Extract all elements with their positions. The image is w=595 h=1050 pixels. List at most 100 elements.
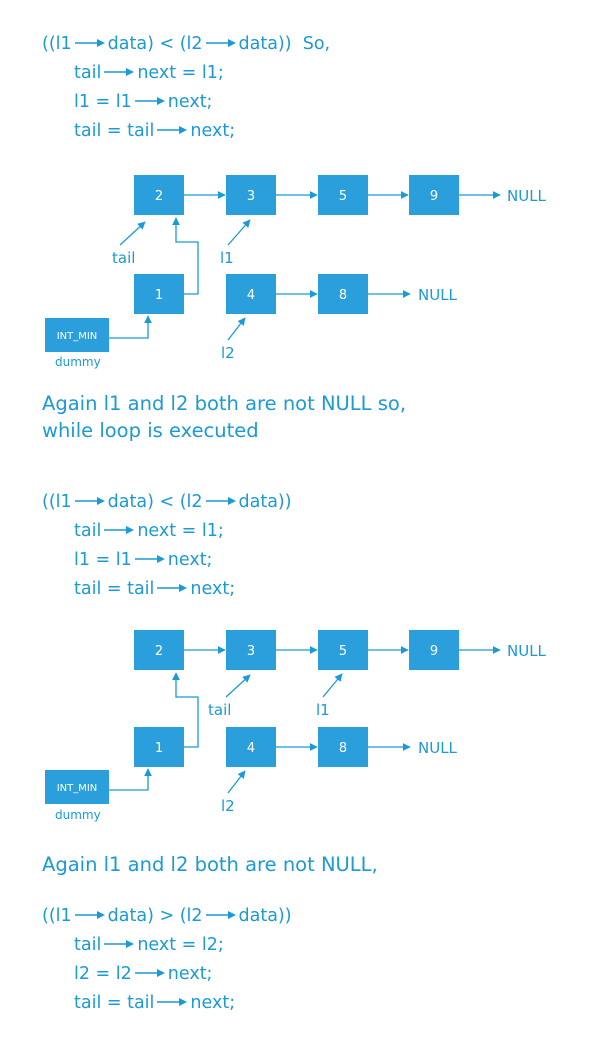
code-text: ((l1 — [42, 34, 72, 54]
code-text: next; — [190, 993, 236, 1013]
arrow-icon — [205, 38, 236, 47]
code-text: next = l1; — [137, 63, 224, 83]
code-text: next; — [190, 121, 236, 141]
heading-2-line-1: Again l1 and l2 both are not NULL, — [42, 853, 378, 876]
arrow-icon — [104, 939, 135, 948]
tail-label: tail — [112, 249, 135, 267]
null-label: NULL — [418, 739, 458, 757]
code-line-tail-next: tail next = l1; — [74, 59, 224, 88]
node-2 — [134, 175, 184, 215]
l1-label: l1 — [220, 249, 234, 267]
node-2 — [134, 630, 184, 670]
code-line-tail-next: tail next = l1; — [74, 517, 224, 546]
code-line-advance-tail: tail = tail next; — [74, 575, 235, 604]
tail-pointer-arrow — [119, 221, 146, 246]
node-9 — [409, 630, 459, 670]
code-text: next = l2; — [137, 935, 224, 955]
code-text: l1 = l1 — [74, 550, 132, 570]
l1-pointer-arrow — [227, 219, 251, 246]
code-text: tail — [74, 63, 102, 83]
tail-pointer-arrow — [225, 674, 251, 698]
linked-list-diagram-2: 2 3 5 9 NULL tail l1 1 4 8 NULL l2 INT_M… — [45, 630, 547, 822]
node-1 — [134, 274, 184, 314]
node-label: 9 — [430, 189, 438, 204]
next-arrow — [172, 217, 199, 295]
node-4 — [226, 727, 276, 767]
l2-label: l2 — [221, 797, 235, 815]
node-3 — [226, 630, 276, 670]
node-8 — [318, 274, 368, 314]
node-label: 4 — [247, 741, 255, 756]
code-line-condition: ((l1 data) > (l2 data)) — [42, 902, 292, 931]
arrow-icon — [157, 997, 188, 1006]
arrow-icon — [74, 496, 105, 505]
node-1 — [134, 727, 184, 767]
code-text: next; — [167, 964, 213, 984]
dummy-node — [45, 318, 109, 352]
code-text: l2 = l2 — [74, 964, 132, 984]
node-label: INT_MIN — [57, 783, 98, 794]
l2-pointer-arrow — [227, 317, 246, 341]
dummy-label: dummy — [55, 355, 101, 369]
code-text: So, — [302, 34, 331, 54]
arrow-icon — [157, 125, 188, 134]
arrow-icon — [134, 968, 165, 977]
arrow-icon — [74, 38, 105, 47]
arrow-icon — [205, 910, 236, 919]
code-text: data)) — [238, 34, 292, 54]
code-text: next; — [190, 579, 236, 599]
code-text: data)) — [238, 492, 292, 512]
code-text: data) < (l2 — [107, 34, 203, 54]
node-label: 3 — [247, 189, 255, 204]
node-label: 5 — [339, 644, 347, 659]
code-text: data) > (l2 — [107, 906, 203, 926]
code-text: data) < (l2 — [107, 492, 203, 512]
code-text: tail = tail — [74, 121, 155, 141]
null-label: NULL — [418, 286, 458, 304]
code-text: data)) — [238, 906, 292, 926]
null-label: NULL — [507, 187, 547, 205]
tail-label: tail — [208, 701, 231, 719]
linked-list-diagram-1: 2 3 5 9 NULL tail l1 1 4 8 NULL l2 INT_M… — [45, 175, 547, 369]
node-label: 9 — [430, 644, 438, 659]
node-label: 1 — [155, 741, 163, 756]
code-text: tail = tail — [74, 993, 155, 1013]
dummy-node — [45, 770, 109, 804]
null-label: NULL — [507, 642, 547, 660]
code-text: ((l1 — [42, 492, 72, 512]
node-label: 2 — [155, 644, 163, 659]
arrow-icon — [134, 96, 165, 105]
next-arrow — [109, 315, 152, 339]
code-text: next = l1; — [137, 521, 224, 541]
next-arrow — [172, 672, 199, 748]
code-text: ((l1 — [42, 906, 72, 926]
l1-pointer-arrow — [322, 673, 343, 698]
node-label: INT_MIN — [57, 331, 98, 342]
dummy-label: dummy — [55, 808, 101, 822]
node-label: 4 — [247, 288, 255, 303]
arrow-icon — [104, 67, 135, 76]
arrow-icon — [157, 583, 188, 592]
next-arrow — [109, 768, 152, 791]
code-text: tail — [74, 521, 102, 541]
code-line-advance-tail: tail = tail next; — [74, 989, 235, 1018]
arrow-icon — [74, 910, 105, 919]
code-text: tail = tail — [74, 579, 155, 599]
code-line-advance-l2: l2 = l2 next; — [74, 960, 212, 989]
node-5 — [318, 630, 368, 670]
code-line-tail-next: tail next = l2; — [74, 931, 224, 960]
node-label: 2 — [155, 189, 163, 204]
node-label: 1 — [155, 288, 163, 303]
arrow-icon — [134, 554, 165, 563]
node-3 — [226, 175, 276, 215]
code-line-condition: ((l1 data) < (l2 data)) — [42, 488, 292, 517]
code-text: tail — [74, 935, 102, 955]
code-line-advance-tail: tail = tail next; — [74, 117, 235, 146]
heading-1-line-2: while loop is executed — [42, 419, 259, 442]
l2-pointer-arrow — [227, 770, 246, 794]
node-label: 5 — [339, 189, 347, 204]
code-text: next; — [167, 92, 213, 112]
heading-1-line-1: Again l1 and l2 both are not NULL so, — [42, 392, 407, 415]
